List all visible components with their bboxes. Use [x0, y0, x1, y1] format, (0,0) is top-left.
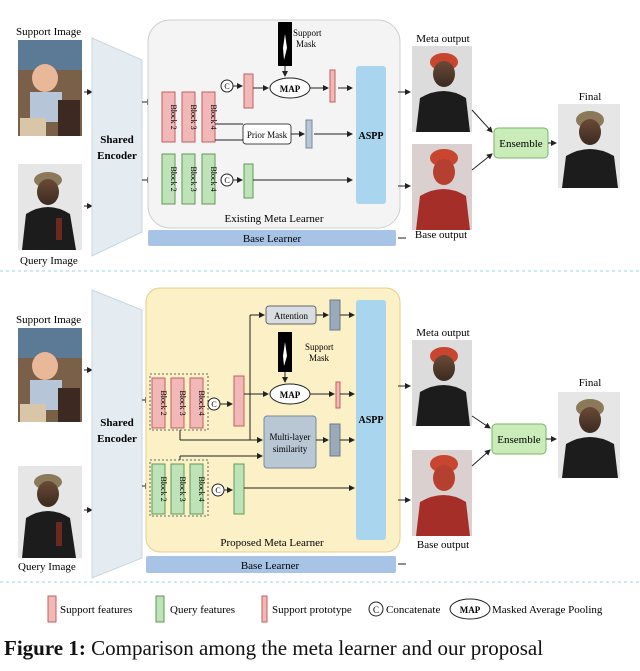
support-features-swatch [47, 595, 57, 623]
base-learner-label: Base Learner [241, 560, 300, 572]
multi-layer-label: Multi-layer [270, 432, 311, 442]
shared-encoder-line2: Encoder [97, 433, 137, 445]
proposed-meta-learner-caption: Proposed Meta Learner [220, 537, 324, 549]
query-image [18, 164, 82, 250]
legend: Support features Query features Support … [47, 595, 603, 623]
support-block-label: Block 3 [178, 390, 187, 415]
final-label: Final [579, 91, 602, 103]
support-image-label: Support Image [16, 314, 81, 326]
shared-encoder-line1: Shared [100, 134, 133, 146]
legend-map-symbol: MAP [460, 605, 481, 615]
concatenate-symbol: C [215, 486, 220, 495]
multi-layer-label: similarity [273, 444, 308, 454]
top-panel: Support Image Query Image Shared Encoder… [16, 19, 620, 267]
support-feature-map [243, 73, 254, 109]
support-block-label: Block 3 [189, 104, 198, 129]
existing-meta-learner-caption: Existing Meta Learner [225, 213, 324, 225]
final-image [558, 392, 620, 478]
legend-support-prototype: Support prototype [272, 604, 352, 616]
multi-layer-similarity-box [263, 415, 317, 469]
query-image-label: Query Image [18, 561, 76, 573]
support-image-label: Support Image [16, 26, 81, 38]
aspp-label: ASPP [359, 131, 384, 142]
support-block-label: Block 4 [197, 390, 206, 415]
aspp-block [356, 300, 386, 540]
support-prototype [335, 381, 341, 409]
support-prototype-swatch [261, 595, 268, 623]
query-block-label: Block 3 [178, 476, 187, 501]
legend-concatenate: Concatenate [386, 604, 440, 616]
query-block-label: Block 4 [197, 476, 206, 501]
concatenate-icon [368, 601, 384, 617]
similarity-output-map [329, 423, 341, 457]
meta-output-image [412, 46, 472, 132]
shared-encoder [91, 289, 143, 579]
map-label: MAP [280, 390, 301, 400]
query-features-swatch [155, 595, 165, 623]
query-block-label: Block 2 [169, 166, 178, 191]
figure-label: Figure 1: [4, 636, 86, 660]
aspp-block [356, 66, 386, 204]
legend-support-features: Support features [60, 604, 132, 616]
meta-output-image [412, 340, 472, 426]
figure-caption-text: Comparison among the meta learner and ou… [91, 636, 544, 660]
meta-output-label: Meta output [416, 33, 469, 45]
final-label: Final [579, 377, 602, 389]
support-prototype [329, 69, 336, 103]
base-learner-label: Base Learner [243, 233, 302, 245]
shared-encoder [91, 37, 143, 257]
support-blocks: Block 2 Block 3 Block 4 [151, 377, 206, 429]
base-output-image [412, 144, 472, 230]
query-feature-map [233, 463, 245, 515]
bottom-panel: Support Image Query Image Shared Encoder… [16, 287, 620, 579]
support-mask-label: Mask [309, 353, 329, 363]
figure-caption: Figure 1: Comparison among the meta lear… [4, 636, 640, 661]
base-output-image [412, 450, 472, 536]
legend-masked-average-pooling: Masked Average Pooling [492, 604, 603, 616]
query-blocks: Block 2 Block 3 Block 4 [161, 153, 218, 205]
concatenate-symbol: C [224, 176, 229, 185]
final-image [558, 104, 620, 188]
legend-query-features: Query features [170, 604, 235, 616]
support-block-label: Block 2 [169, 104, 178, 129]
query-blocks: Block 2 Block 3 Block 4 [151, 463, 206, 515]
concatenate-symbol: C [211, 400, 216, 409]
query-image [18, 466, 82, 558]
shared-encoder-line1: Shared [100, 417, 133, 429]
legend-concatenate-symbol: C [373, 605, 379, 615]
meta-output-label: Meta output [416, 327, 469, 339]
map-icon [449, 598, 491, 620]
base-output-label: Base output [417, 539, 469, 551]
prior-mask-map [305, 119, 313, 149]
map-label: MAP [280, 84, 301, 94]
support-image [18, 40, 82, 136]
query-image-label: Query Image [20, 255, 78, 267]
support-mask-label: Support [305, 342, 334, 352]
support-mask-label: Support [293, 28, 322, 38]
shared-encoder-line2: Encoder [97, 150, 137, 162]
attention-output-map [329, 299, 341, 331]
base-output-label: Base output [415, 229, 467, 241]
support-mask-label: Mask [296, 39, 316, 49]
support-feature-map [233, 375, 245, 427]
query-block-label: Block 3 [189, 166, 198, 191]
aspp-label: ASPP [359, 415, 384, 426]
base-learner-bar [148, 230, 396, 246]
query-feature-map [243, 163, 254, 199]
prior-mask-label: Prior Mask [247, 130, 288, 140]
support-image [18, 328, 82, 422]
query-block-label: Block 2 [159, 476, 168, 501]
ensemble-label: Ensemble [497, 434, 540, 446]
support-block-label: Block 2 [159, 390, 168, 415]
concatenate-symbol: C [224, 82, 229, 91]
base-learner-bar [146, 556, 396, 573]
attention-label: Attention [274, 311, 308, 321]
ensemble-label: Ensemble [499, 138, 542, 150]
support-block-label: Block 4 [209, 104, 218, 129]
support-blocks: Block 2 Block 3 Block 4 [161, 91, 218, 143]
query-block-label: Block 4 [209, 166, 218, 191]
